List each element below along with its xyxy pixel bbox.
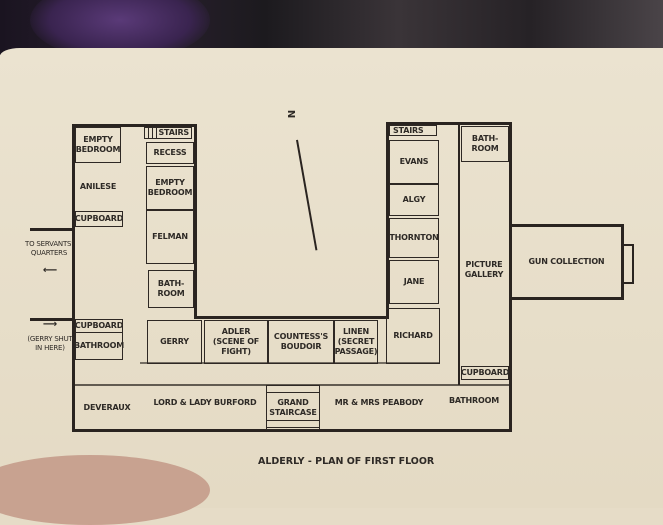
arrow-left-icon: ⟵ (42, 264, 58, 276)
room-deveraux: DEVERAUX (83, 403, 131, 412)
gun-collection: GUN COLLECTION (512, 224, 624, 300)
grand-staircase-label: GRAND STAIRCASE (267, 397, 319, 418)
picture-gallery: PICTURE GALLERY (464, 260, 504, 279)
room-bathroom: BATH-ROOM (148, 270, 194, 308)
room-cupboard: CUPBOARD (75, 319, 123, 333)
wall (194, 124, 197, 319)
wall (509, 122, 512, 432)
wall (458, 125, 460, 385)
wall (194, 316, 389, 319)
room-evans: EVANS (389, 140, 439, 184)
wall (386, 122, 512, 125)
room-thornton: THORNTON (389, 218, 439, 258)
compass-north: N (285, 109, 297, 119)
room-algy: ALGY (389, 184, 439, 216)
room-cupboard: CUPBOARD (75, 211, 123, 227)
room-bathroom: BATHROOM (74, 332, 124, 360)
room-empty-bedroom: EMPTY BEDROOM (75, 127, 121, 163)
room-lord-lady-burford: LORD & LADY BURFORD (153, 398, 257, 407)
room-empty-bedroom: EMPTY BEDROOM (146, 166, 194, 210)
room-richard: RICHARD (386, 308, 440, 364)
label-servants-quarters: TO SERVANTS' QUARTERS (25, 240, 73, 257)
stairs: STAIRS (389, 125, 437, 136)
label-gerry-shut-in: (GERRY SHUT IN HERE) (27, 335, 73, 352)
wall (72, 429, 512, 432)
arrow-right-icon: ⟶ (42, 318, 58, 330)
room-bathroom: BATHROOM (449, 396, 499, 405)
wall (30, 318, 75, 321)
room-countess-boudoir: COUNTESS'S BOUDOIR (268, 320, 334, 364)
room-jane: JANE (389, 260, 439, 304)
wall (72, 124, 197, 127)
room-anilese: ANILESE (79, 182, 117, 191)
plan-caption: ALDERLY - PLAN OF FIRST FLOOR (258, 456, 435, 467)
wall (386, 122, 389, 318)
room-adler: ADLER (SCENE OF FIGHT) (204, 320, 268, 364)
wall (72, 124, 75, 329)
wall (72, 318, 75, 432)
room-bathroom: BATH-ROOM (461, 126, 509, 162)
room-gerry: GERRY (147, 320, 202, 364)
room-recess: RECESS (146, 142, 194, 164)
room-felman: FELMAN (146, 210, 194, 264)
stairs: STAIRS (144, 127, 192, 139)
grand-staircase: GRAND STAIRCASE (266, 385, 320, 430)
room-cupboard: CUPBOARD (461, 366, 509, 380)
wall (30, 228, 75, 231)
bay-window (624, 244, 634, 284)
corridor-wall (140, 362, 440, 364)
room-mr-mrs-peabody: MR & MRS PEABODY (334, 398, 424, 407)
room-linen-secret-passage: LINEN (SECRET PASSAGE) (334, 320, 378, 364)
corridor-wall (75, 384, 510, 386)
thumb (0, 455, 210, 525)
